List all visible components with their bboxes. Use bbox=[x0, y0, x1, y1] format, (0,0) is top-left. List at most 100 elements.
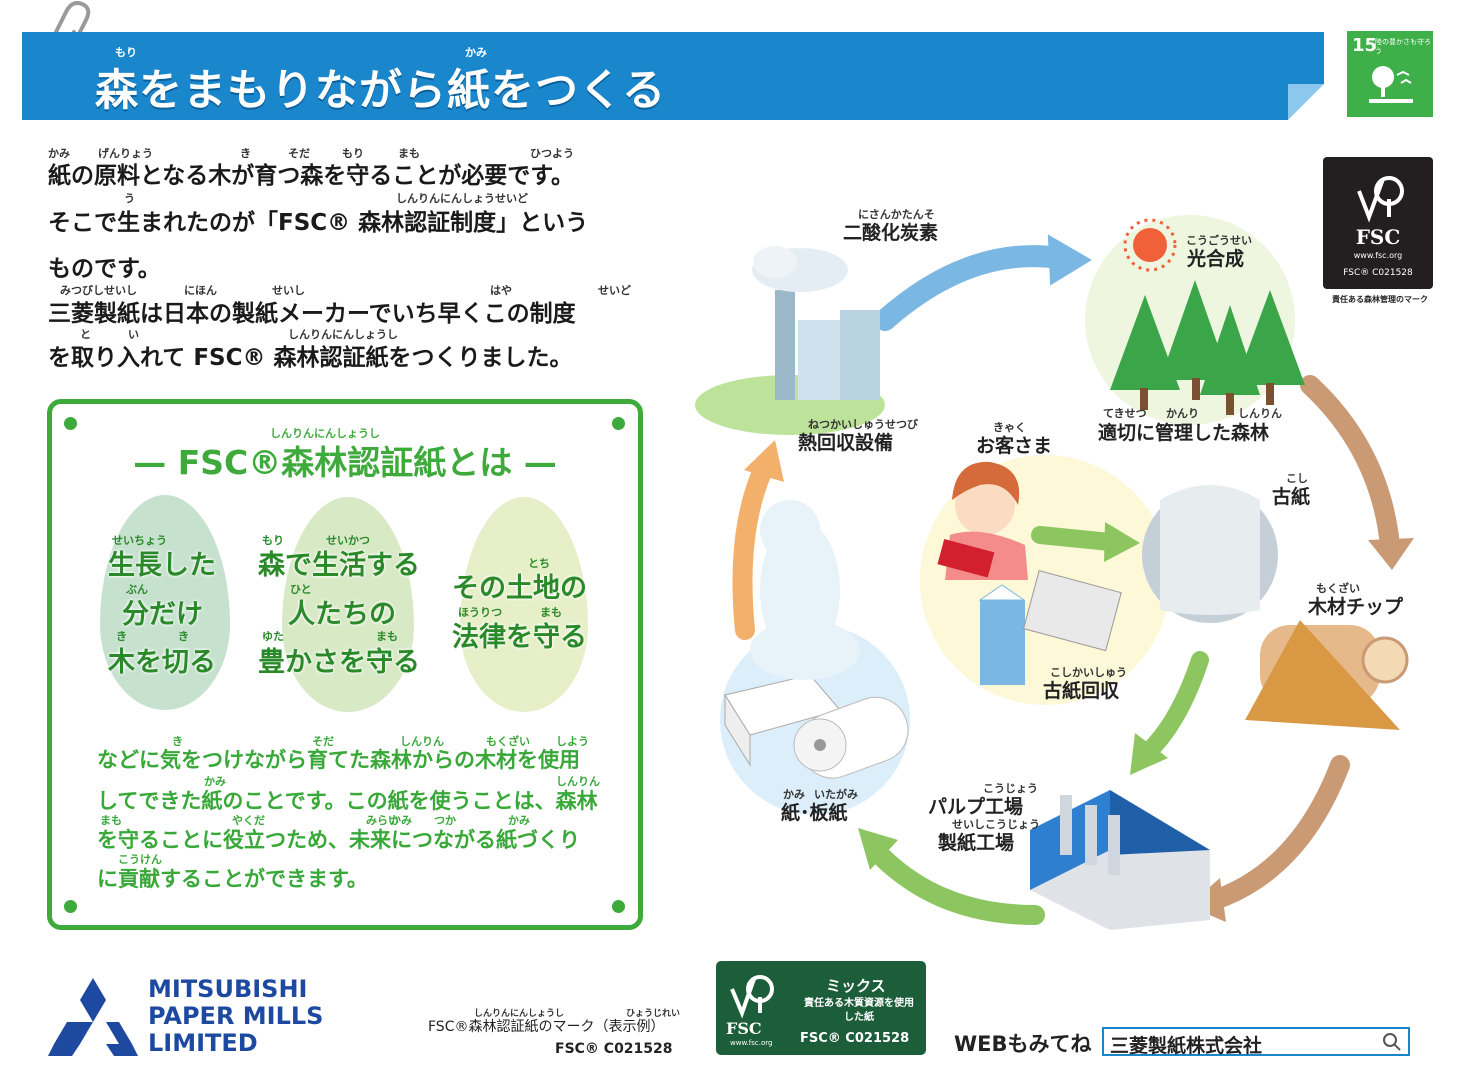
wood-chips-icon bbox=[1245, 620, 1409, 730]
ruby: ほうりつ bbox=[458, 606, 503, 619]
ruby: せいちょう bbox=[112, 534, 167, 547]
ruby: こしかいしゅう bbox=[1050, 666, 1127, 679]
label-pulp-mill: パルプ工場 bbox=[928, 796, 1024, 818]
ruby: まも bbox=[100, 814, 122, 827]
fsc-mix-label: FSC www.fsc.org ミックス 責任ある木質資源を使用した紙 FSC®… bbox=[716, 961, 926, 1055]
fsc-mix-url: www.fsc.org bbox=[730, 1039, 773, 1047]
label-paper-mill: 製紙工場 bbox=[938, 832, 1015, 854]
label-wood-chips: 木材チップ bbox=[1308, 596, 1404, 618]
paper-mill-factory-icon bbox=[1030, 790, 1210, 930]
search-icon[interactable] bbox=[1382, 1032, 1402, 1052]
ruby: にさんかたんそ bbox=[858, 208, 935, 221]
customer-reading-icon bbox=[937, 461, 1028, 580]
ruby: にほん bbox=[184, 284, 217, 297]
ruby: ぶん bbox=[126, 583, 148, 596]
ruby: いたがみ bbox=[814, 788, 858, 801]
leaf-shape bbox=[460, 497, 588, 712]
search-box[interactable]: 三菱製紙株式会社 bbox=[1102, 1027, 1410, 1057]
company-line: PAPER MILLS bbox=[148, 1002, 324, 1030]
ruby: きゃく bbox=[993, 421, 1026, 434]
ruby: こうけん bbox=[118, 853, 162, 866]
ruby: ゆた bbox=[262, 630, 284, 643]
header-banner bbox=[22, 32, 1324, 120]
arrow-forest-chips bbox=[1300, 375, 1414, 570]
fsc-explainer-box bbox=[47, 399, 643, 930]
ruby: てきせつ bbox=[1103, 407, 1147, 420]
page-title: 森をまもりながら紙をつくる bbox=[95, 66, 667, 116]
ruby: みつびしせいし bbox=[60, 284, 137, 297]
leaf-text: 木を切る bbox=[108, 647, 216, 678]
ruby: まも bbox=[376, 630, 398, 643]
company-line: MITSUBISHI bbox=[148, 975, 308, 1003]
label-old-paper: 古紙 bbox=[1272, 486, 1311, 508]
company-line: LIMITED bbox=[148, 1029, 258, 1057]
title-ruby: もり bbox=[115, 46, 137, 59]
corner-dot bbox=[612, 900, 625, 913]
arrow-chips-factory bbox=[1188, 755, 1350, 922]
ruby: せいかつ bbox=[326, 534, 370, 547]
ruby: やくだ bbox=[232, 814, 265, 827]
ruby: しんりんにんしょうし bbox=[288, 328, 398, 341]
forest-trees-icon bbox=[1110, 280, 1305, 415]
tree-icon bbox=[1369, 66, 1413, 103]
corner-dot bbox=[64, 417, 77, 430]
sun-icon bbox=[1123, 218, 1177, 272]
ruby: ひと bbox=[290, 583, 312, 596]
fsc-box-text: を守ることに役立つため、未来につながる紙づくり bbox=[97, 828, 580, 852]
ruby: しんりん bbox=[556, 775, 600, 788]
ruby: ひつよう bbox=[530, 147, 574, 160]
title-ruby: かみ bbox=[465, 46, 487, 59]
arrow-co2 bbox=[874, 234, 1092, 331]
ruby: こうごうせい bbox=[1186, 234, 1252, 247]
fsc-tree-check-icon bbox=[730, 975, 774, 1019]
label-forest: 適切に管理した森林 bbox=[1098, 422, 1270, 444]
fsc-box-title: — FSC®森林認証紙とは — bbox=[133, 443, 557, 482]
paper-bale-icon bbox=[1142, 485, 1278, 623]
ruby: ねつかいしゅうせつび bbox=[808, 418, 918, 431]
ruby: はや bbox=[490, 284, 512, 297]
label-recycle: 古紙回収 bbox=[1043, 680, 1120, 702]
ruby: しんりんにんしょうせいど bbox=[396, 192, 528, 205]
ruby: こし bbox=[1286, 472, 1308, 485]
ruby: き bbox=[116, 630, 127, 643]
ruby: き bbox=[172, 735, 183, 748]
leaf-text: 人たちの bbox=[288, 599, 396, 630]
intro-line: 紙の原料となる木が育つ森を守ることが必要です。 bbox=[48, 163, 575, 189]
ruby: かみ bbox=[204, 775, 226, 788]
company-name: MITSUBISHI PAPER MILLS LIMITED bbox=[148, 976, 323, 1057]
ruby: と bbox=[80, 328, 91, 341]
fsc-logo: FSC www.fsc.org FSC® C021528 bbox=[1323, 157, 1433, 289]
ruby: しんりんにんしょうし bbox=[474, 1009, 565, 1019]
fsc-mix-title: ミックス bbox=[826, 977, 886, 995]
arrow-customer-oldpaper bbox=[1031, 522, 1140, 562]
ruby: みらい bbox=[366, 814, 399, 827]
leaf-text: 森で生活する bbox=[258, 550, 420, 581]
ruby: もり bbox=[342, 147, 364, 160]
corner-dot bbox=[612, 417, 625, 430]
ruby: そだ bbox=[288, 147, 310, 160]
search-input[interactable]: 三菱製紙株式会社 bbox=[1110, 1035, 1263, 1057]
ruby: そだ bbox=[312, 735, 334, 748]
fsc-url: www.fsc.org bbox=[1353, 251, 1403, 260]
corner-dot bbox=[64, 900, 77, 913]
label-photosynthesis: 光合成 bbox=[1187, 248, 1245, 270]
label-co2: 二酸化炭素 bbox=[843, 222, 939, 244]
cycle-diagram bbox=[695, 215, 1414, 930]
fsc-logo-note: 責任ある森林管理のマーク bbox=[1332, 295, 1428, 304]
ruby: かみ bbox=[508, 814, 530, 827]
arrow-factory-paper bbox=[858, 828, 1045, 925]
fsc-mix-logo-text: FSC bbox=[726, 1019, 762, 1038]
intro-line: ものです。 bbox=[48, 256, 161, 282]
heat-recovery-plant-icon bbox=[695, 246, 885, 435]
ruby: き bbox=[178, 630, 189, 643]
ruby: まも bbox=[540, 606, 562, 619]
paper-roll-icon bbox=[724, 674, 909, 779]
sdg-number: 15 bbox=[1352, 35, 1378, 56]
fsc-box-text: などに気をつけながら育てた森林からの木材を使用 bbox=[97, 748, 580, 772]
leaf-text: 法律を守る bbox=[452, 622, 587, 653]
ruby: かみ bbox=[390, 814, 412, 827]
leaf-shape bbox=[282, 497, 414, 712]
label-customer: お客さま bbox=[976, 435, 1053, 457]
leaf-text: 豊かさを守る bbox=[258, 647, 420, 678]
fsc-logo-text: FSC bbox=[1355, 225, 1401, 249]
